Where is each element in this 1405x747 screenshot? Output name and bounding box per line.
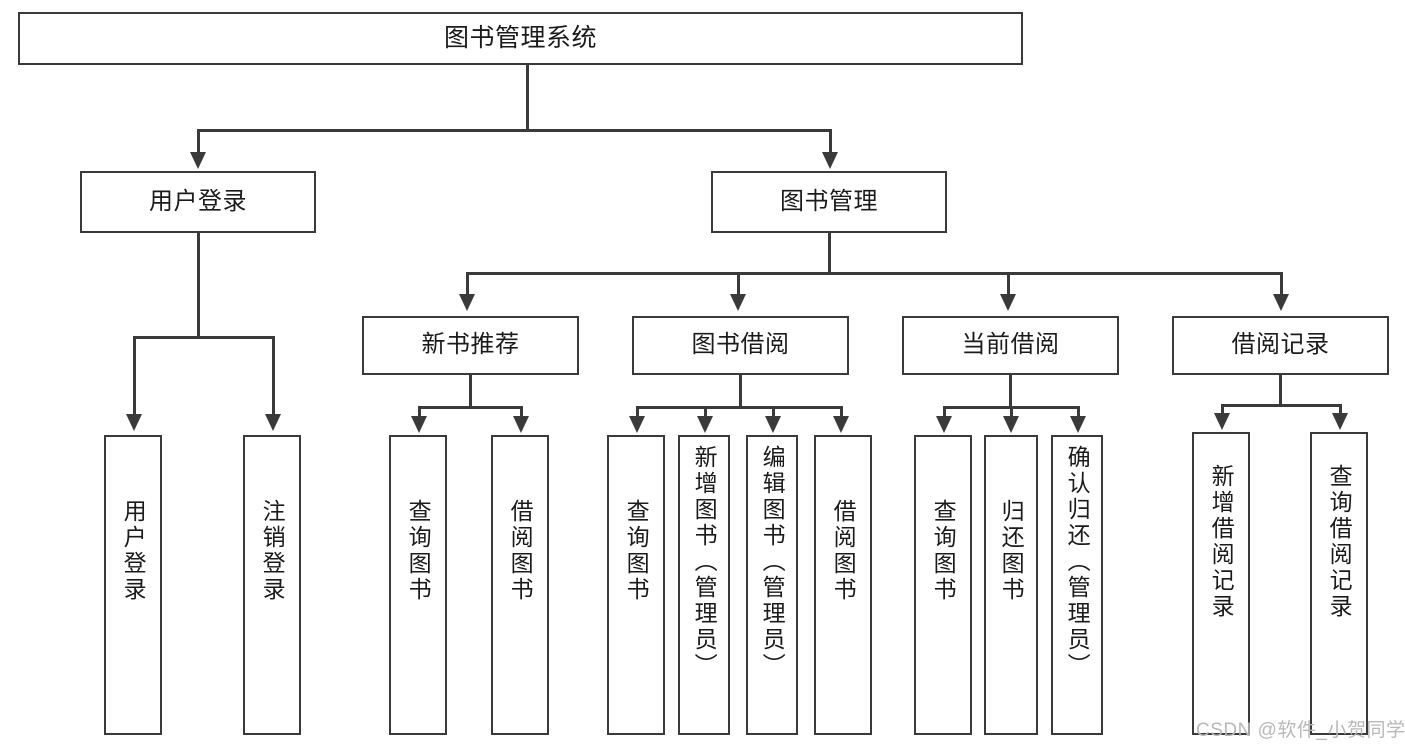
node-user-login[interactable]: 用户登录 (80, 171, 316, 233)
arrowhead-borrow-record-leaf-1 (1214, 413, 1230, 430)
connector-borrow-record-branch-1 (1221, 404, 1224, 416)
node-label: 借阅图书 (507, 499, 534, 603)
leaf-borrow-record-1[interactable]: 查询借阅记录 (1310, 432, 1368, 735)
leaf-user-login-0[interactable]: 用户登录 (104, 435, 162, 735)
arrowhead-root-to-user-login (190, 152, 206, 169)
connector-book-management-bar (466, 272, 1282, 275)
leaf-new-book-recommend-0[interactable]: 查询图书 (389, 435, 447, 735)
arrowhead-current-borrow-leaf-1 (936, 416, 952, 433)
node-label: 图书管理 (780, 187, 878, 215)
arrowhead-book-borrow-leaf-2 (697, 416, 713, 433)
connector-current-borrow-branch-1 (943, 406, 946, 418)
node-label: 新增借阅记录 (1208, 464, 1235, 620)
node-book-borrow[interactable]: 图书借阅 (632, 316, 849, 375)
connector-book-borrow-branch-2 (704, 406, 707, 418)
arrowhead-book-borrow-leaf-4 (833, 416, 849, 433)
connector-current-borrow-branch-2 (1010, 406, 1013, 418)
leaf-book-borrow-2[interactable]: 编辑图书（管理员） (746, 435, 798, 735)
connector-user-login-branch-1 (133, 336, 136, 416)
arrowhead-current-borrow-leaf-3 (1070, 416, 1086, 433)
arrowhead-root-to-book-management (822, 152, 838, 169)
connector-user-login-bar (133, 336, 275, 339)
node-label: 确认归还（管理员） (1064, 445, 1091, 679)
watermark-text: CSDN @软件_小贺同学 (1196, 720, 1405, 741)
connector-book-management-branch-4 (1280, 272, 1283, 296)
node-label: 查询图书 (623, 499, 650, 603)
node-label: 注销登录 (259, 499, 286, 603)
node-label: 查询借阅记录 (1326, 464, 1353, 620)
connector-borrow-record-bar (1221, 404, 1341, 407)
connector-root-bar (197, 129, 831, 132)
arrowhead-user-login-leaf-1 (126, 414, 142, 431)
node-new-book-recommend[interactable]: 新书推荐 (362, 316, 579, 375)
arrowhead-to-book-borrow (730, 294, 746, 311)
node-label: 当前借阅 (961, 331, 1060, 359)
connector-book-borrow-bar (636, 406, 842, 409)
connector-borrow-record-stem (1279, 375, 1282, 406)
node-label: 归还图书 (998, 499, 1025, 603)
node-label: 借阅记录 (1231, 331, 1330, 359)
connector-book-management-stem (828, 233, 831, 274)
connector-book-management-branch-2 (737, 272, 740, 296)
leaf-book-borrow-0[interactable]: 查询图书 (607, 435, 665, 735)
connector-root-to-book-management (829, 129, 832, 154)
connector-current-borrow-stem (1009, 375, 1012, 408)
connector-root-stem (526, 65, 529, 131)
leaf-book-borrow-3[interactable]: 借阅图书 (814, 435, 872, 735)
leaf-new-book-recommend-1[interactable]: 借阅图书 (491, 435, 549, 735)
node-current-borrow[interactable]: 当前借阅 (902, 316, 1119, 375)
arrowhead-book-borrow-leaf-3 (765, 416, 781, 433)
leaf-current-borrow-2[interactable]: 确认归还（管理员） (1051, 435, 1103, 735)
node-borrow-record[interactable]: 借阅记录 (1172, 316, 1389, 375)
connector-current-borrow-branch-3 (1077, 406, 1080, 418)
node-label: 图书借阅 (691, 331, 790, 359)
arrowhead-new-book-recommend-leaf-2 (513, 416, 529, 433)
arrowhead-to-borrow-record (1273, 294, 1289, 311)
leaf-borrow-record-0[interactable]: 新增借阅记录 (1192, 432, 1250, 735)
connector-book-management-branch-3 (1007, 272, 1010, 296)
arrowhead-current-borrow-leaf-2 (1003, 416, 1019, 433)
arrowhead-book-borrow-leaf-1 (629, 416, 645, 433)
node-label: 用户登录 (120, 499, 147, 603)
arrowhead-new-book-recommend-leaf-1 (411, 416, 427, 433)
connector-book-borrow-branch-4 (840, 406, 843, 418)
node-label: 编辑图书（管理员） (759, 445, 786, 679)
csdn-watermark: CSDN @软件_小贺同学 (1196, 715, 1405, 742)
connector-book-borrow-branch-1 (636, 406, 639, 418)
connector-book-management-branch-1 (466, 272, 469, 296)
connector-new-book-recommend-stem (469, 375, 472, 408)
connector-user-login-stem (197, 233, 200, 338)
connector-root-to-user-login (197, 129, 200, 154)
arrowhead-to-current-borrow (1000, 294, 1016, 311)
connector-new-book-recommend-branch-2 (520, 406, 523, 418)
connector-user-login-branch-2 (272, 336, 275, 416)
connector-new-book-recommend-branch-1 (418, 406, 421, 418)
node-label: 查询图书 (405, 499, 432, 603)
node-label: 查询图书 (930, 499, 957, 603)
node-label: 借阅图书 (830, 499, 857, 603)
node-label: 图书管理系统 (443, 23, 597, 52)
node-label: 新增图书（管理员） (691, 445, 718, 679)
connector-new-book-recommend-bar (418, 406, 522, 409)
node-book-management[interactable]: 图书管理 (711, 171, 947, 233)
connector-book-borrow-branch-3 (772, 406, 775, 418)
connector-book-borrow-stem (739, 375, 742, 408)
leaf-current-borrow-0[interactable]: 查询图书 (914, 435, 972, 735)
node-book-management-system[interactable]: 图书管理系统 (18, 12, 1023, 65)
arrowhead-to-new-book-recommend (459, 294, 475, 311)
node-label: 用户登录 (149, 187, 247, 215)
leaf-book-borrow-1[interactable]: 新增图书（管理员） (678, 435, 730, 735)
leaf-user-login-1[interactable]: 注销登录 (243, 435, 301, 735)
arrowhead-user-login-leaf-2 (265, 414, 281, 431)
leaf-current-borrow-1[interactable]: 归还图书 (984, 435, 1038, 735)
arrowhead-borrow-record-leaf-2 (1332, 413, 1348, 430)
node-label: 新书推荐 (421, 331, 520, 359)
connector-borrow-record-branch-2 (1339, 404, 1342, 416)
